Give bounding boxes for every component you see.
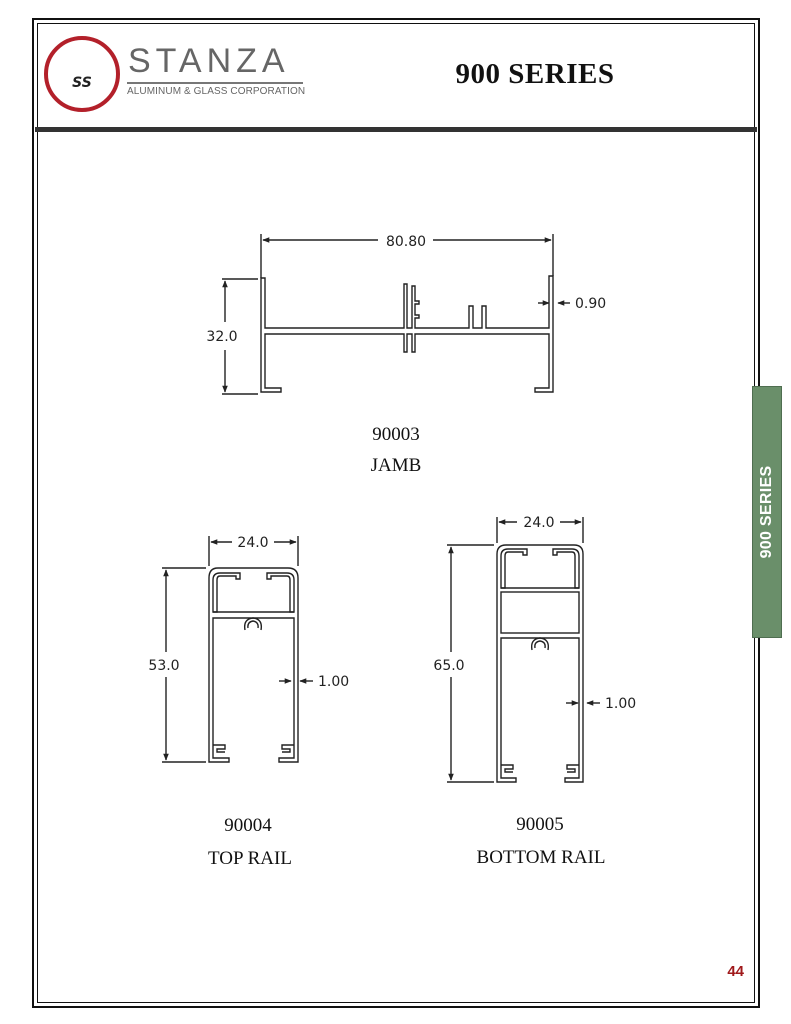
- jamb-drawing: [222, 234, 570, 395]
- brand-underline: [127, 82, 303, 84]
- stanza-logo: SS: [44, 36, 120, 112]
- top-rail-drawing: [162, 536, 313, 763]
- jamb-width-dim: 80.80: [386, 234, 426, 250]
- page-number: 44: [727, 963, 744, 980]
- bottom-rail-wall-dim: 1.00: [605, 696, 636, 712]
- jamb-name: JAMB: [370, 455, 422, 476]
- jamb-height-dim: 32.0: [206, 329, 237, 345]
- section-side-tab[interactable]: [752, 386, 782, 638]
- logo-ring: [44, 36, 120, 112]
- brand-subtitle: ALUMINUM & GLASS CORPORATION: [127, 86, 306, 97]
- bottom-rail-width-dim: 24.0: [523, 515, 554, 531]
- top-rail-name: TOP RAIL: [208, 848, 292, 869]
- top-rail-wall-dim: 1.00: [318, 674, 349, 690]
- brand-name: STANZA: [128, 42, 290, 80]
- logo-monogram: SS: [72, 75, 92, 91]
- bottom-rail-name: BOTTOM RAIL: [476, 847, 606, 868]
- top-rail-code: 90004: [224, 815, 272, 836]
- jamb-wall-dim: 0.90: [575, 296, 606, 312]
- header-divider: [35, 127, 757, 132]
- page-title: 900 SERIES: [455, 58, 615, 90]
- top-rail-width-dim: 24.0: [237, 535, 268, 551]
- top-rail-height-dim: 53.0: [148, 658, 179, 674]
- bottom-rail-code: 90005: [516, 814, 564, 835]
- bottom-rail-drawing: [447, 517, 600, 783]
- bottom-rail-height-dim: 65.0: [433, 658, 464, 674]
- jamb-code: 90003: [372, 424, 420, 445]
